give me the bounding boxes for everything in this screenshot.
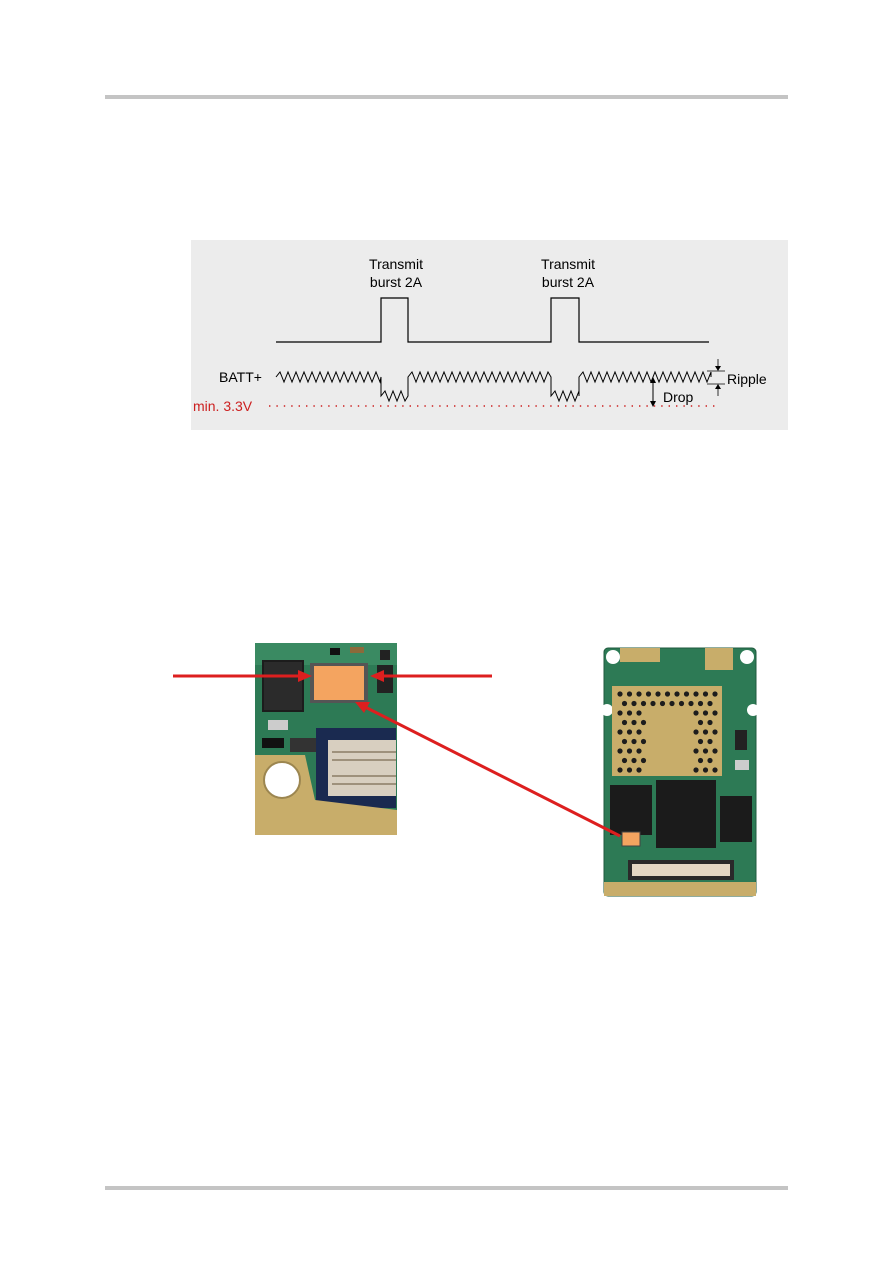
vent-hole [693, 767, 699, 773]
vent-hole [636, 767, 642, 773]
vent-hole [636, 729, 642, 735]
vent-hole [712, 691, 718, 697]
vent-hole [626, 767, 633, 773]
shield-vent-holes [617, 691, 718, 773]
drop-label: Drop [663, 389, 694, 405]
vent-hole [702, 767, 709, 773]
vent-hole [707, 738, 713, 745]
vent-hole [640, 757, 647, 764]
module-photos [173, 643, 759, 897]
drop-arrow-down [650, 401, 656, 407]
batt-label: BATT+ [219, 369, 262, 385]
mounting-hole [264, 762, 300, 798]
batt-voltage-trace [275, 370, 712, 403]
vent-hole [702, 748, 709, 754]
vent-hole [712, 729, 718, 735]
vent-hole [636, 748, 642, 754]
vent-hole [621, 719, 628, 726]
vent-hole [626, 729, 633, 735]
vent-hole [626, 748, 633, 754]
vent-hole [712, 710, 718, 716]
vent-hole [712, 748, 718, 754]
vent-hole [645, 691, 652, 697]
burst-label-1-line1: Transmit [369, 256, 423, 272]
vent-hole [631, 719, 637, 726]
min-voltage-label: min. 3.3V [193, 398, 253, 414]
arrow-diagonal [362, 704, 621, 838]
vent-hole [640, 719, 647, 726]
chip-1 [610, 785, 652, 835]
vent-hole [707, 757, 713, 764]
vent-hole [621, 700, 628, 707]
vent-hole [683, 691, 690, 697]
vent-hole [640, 700, 647, 707]
vent-hole [669, 700, 675, 707]
vent-hole [617, 767, 623, 773]
footer-rule [105, 1186, 788, 1190]
vent-hole [621, 757, 628, 764]
burst-label-2-line2: burst 2A [542, 274, 595, 290]
vent-hole [617, 729, 623, 735]
vent-hole [707, 719, 713, 726]
highlight-marker [621, 831, 641, 847]
burst-label-1-line2: burst 2A [370, 274, 423, 290]
vent-hole [626, 691, 633, 697]
ripple-arrow-bottom [715, 384, 721, 389]
vent-hole [678, 700, 685, 707]
ripple-arrow-top [715, 366, 721, 371]
transmit-pulse-trace [276, 297, 709, 343]
vent-hole [659, 700, 666, 707]
vent-hole [631, 700, 637, 707]
diagram-background [191, 240, 788, 430]
vent-hole [712, 767, 718, 773]
module-photo [601, 647, 759, 897]
vent-hole [617, 748, 623, 754]
vent-hole [697, 757, 704, 764]
vent-hole [636, 710, 642, 716]
vent-hole [697, 719, 704, 726]
pointer-arrows [173, 670, 621, 838]
vent-hole [697, 738, 704, 745]
vent-hole [707, 700, 713, 707]
vent-hole [621, 738, 628, 745]
burst-label-2-line1: Transmit [541, 256, 595, 272]
vent-hole [702, 729, 709, 735]
vent-hole [617, 691, 623, 697]
vent-hole [693, 691, 699, 697]
vent-hole [650, 700, 656, 707]
vent-hole [636, 691, 642, 697]
vent-hole [702, 710, 709, 716]
vent-hole [655, 691, 661, 697]
vent-hole [631, 757, 637, 764]
vent-hole [697, 700, 704, 707]
header-rule [105, 95, 788, 99]
vent-hole [664, 691, 671, 697]
closeup-photo [255, 643, 397, 835]
vent-hole [688, 700, 694, 707]
vent-hole [626, 710, 633, 716]
batt-voltage-diagram: Transmit burst 2A Transmit burst 2A BATT… [191, 240, 788, 430]
vent-hole [693, 729, 699, 735]
vent-hole [693, 748, 699, 754]
chip-2 [656, 780, 716, 848]
vent-hole [702, 691, 709, 697]
chip-3 [720, 796, 752, 842]
vent-hole [674, 691, 680, 697]
drop-arrow-up [650, 377, 656, 383]
vent-hole [617, 710, 623, 716]
highlight-component [314, 666, 364, 700]
vent-hole [693, 710, 699, 716]
vent-hole [640, 738, 647, 745]
vent-hole [631, 738, 637, 745]
ripple-label: Ripple [727, 371, 767, 387]
